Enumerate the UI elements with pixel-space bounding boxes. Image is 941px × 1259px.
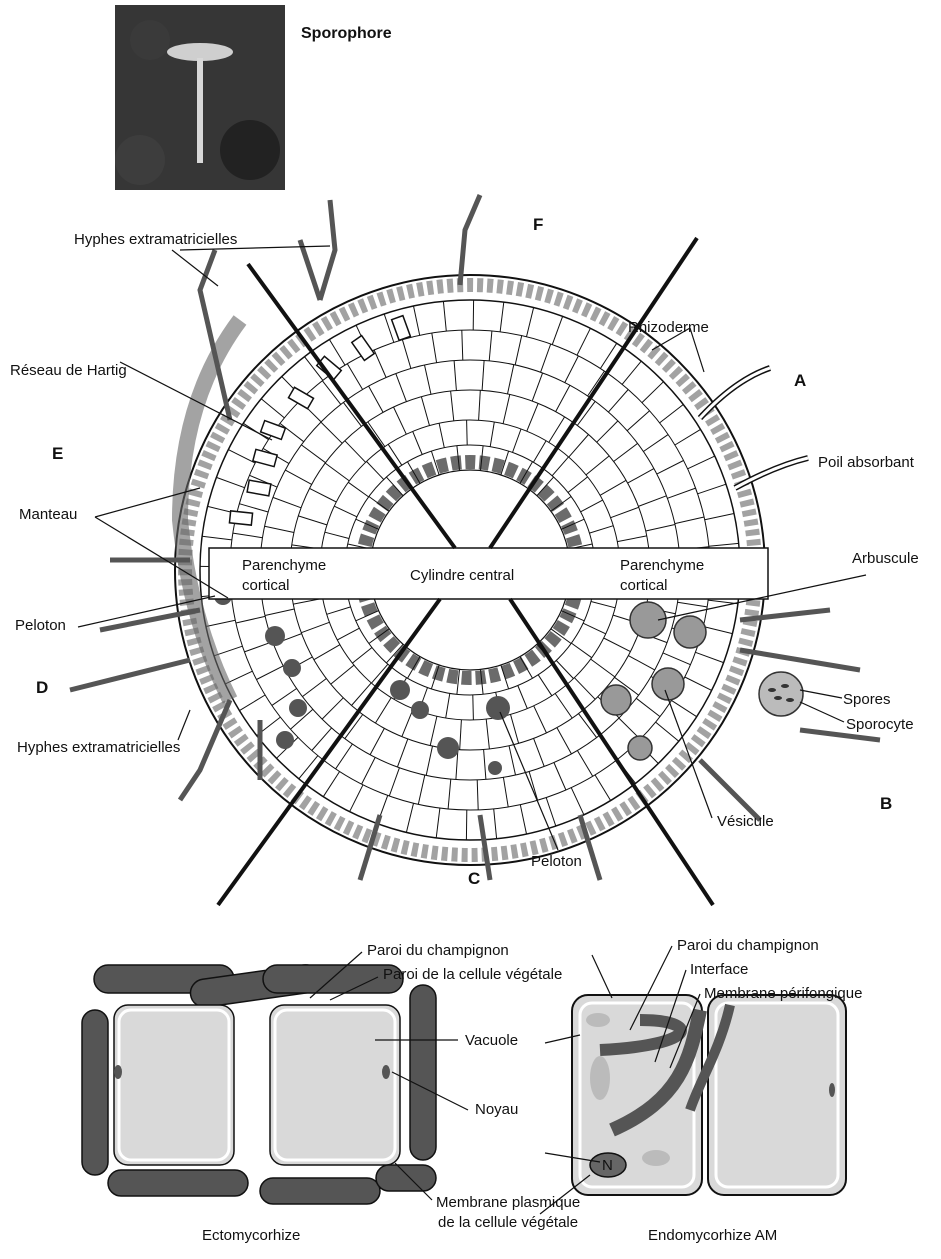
label-poil-absorbant: Poil absorbant bbox=[818, 454, 915, 471]
label-manteau: Manteau bbox=[19, 506, 77, 523]
label-parenchyme-right-2: cortical bbox=[620, 577, 668, 594]
label-sporocyte: Sporocyte bbox=[846, 716, 914, 733]
sector-letter-b: B bbox=[880, 794, 892, 813]
cell-wall bbox=[473, 695, 474, 720]
ecto-membrane-2: de la cellule végétale bbox=[438, 1214, 578, 1231]
sector-letter-c: C bbox=[468, 869, 480, 888]
label-spores: Spores bbox=[843, 691, 891, 708]
endo-paroi-champignon: Paroi du champignon bbox=[677, 937, 819, 954]
endo-interface: Interface bbox=[690, 961, 748, 978]
endo-nucleus-letter: N bbox=[602, 1157, 613, 1174]
ecto-vacuole: Vacuole bbox=[465, 1032, 518, 1049]
label-parenchyme-right-1: Parenchyme bbox=[620, 557, 704, 574]
sector-letter-f: F bbox=[533, 215, 543, 234]
label-hyphes-bottom: Hyphes extramatricielles bbox=[17, 739, 180, 756]
ecto-paroi-champignon: Paroi du champignon bbox=[367, 942, 509, 959]
endo-title: Endomycorhize AM bbox=[648, 1227, 777, 1244]
label-peloton-bottom: Peloton bbox=[531, 853, 582, 870]
endomycorrhiza-panel bbox=[572, 995, 846, 1195]
label-hyphes-top: Hyphes extramatricielles bbox=[74, 231, 237, 248]
endo-membrane-perifongique: Membrane périfongique bbox=[704, 985, 862, 1002]
label-peloton-left: Peloton bbox=[15, 617, 66, 634]
ecto-membrane-1: Membrane plasmique bbox=[436, 1194, 580, 1211]
sector-letter-d: D bbox=[36, 678, 48, 697]
label-rhizoderme: Rhizoderme bbox=[628, 319, 709, 336]
label-arbuscule: Arbuscule bbox=[852, 550, 919, 567]
ecto-paroi-cellule: Paroi de la cellule végétale bbox=[383, 966, 562, 983]
root-cross-section bbox=[70, 195, 880, 880]
sporophore-photo bbox=[115, 5, 285, 190]
label-parenchyme-left-2: cortical bbox=[242, 577, 290, 594]
ectomycorrhiza-panel bbox=[75, 960, 436, 1204]
label-parenchyme-left-1: Parenchyme bbox=[242, 557, 326, 574]
ecto-title: Ectomycorhize bbox=[202, 1227, 300, 1244]
sector-letter-a: A bbox=[794, 371, 806, 390]
label-reseau-hartig: Réseau de Hartig bbox=[10, 362, 127, 379]
label-vesicule: Vésicule bbox=[717, 813, 774, 830]
ecto-noyau: Noyau bbox=[475, 1101, 518, 1118]
cell-wall bbox=[467, 420, 468, 445]
sector-letter-e: E bbox=[52, 444, 63, 463]
label-cylindre-central: Cylindre central bbox=[410, 567, 514, 584]
sporophore-caption: Sporophore bbox=[301, 25, 392, 42]
